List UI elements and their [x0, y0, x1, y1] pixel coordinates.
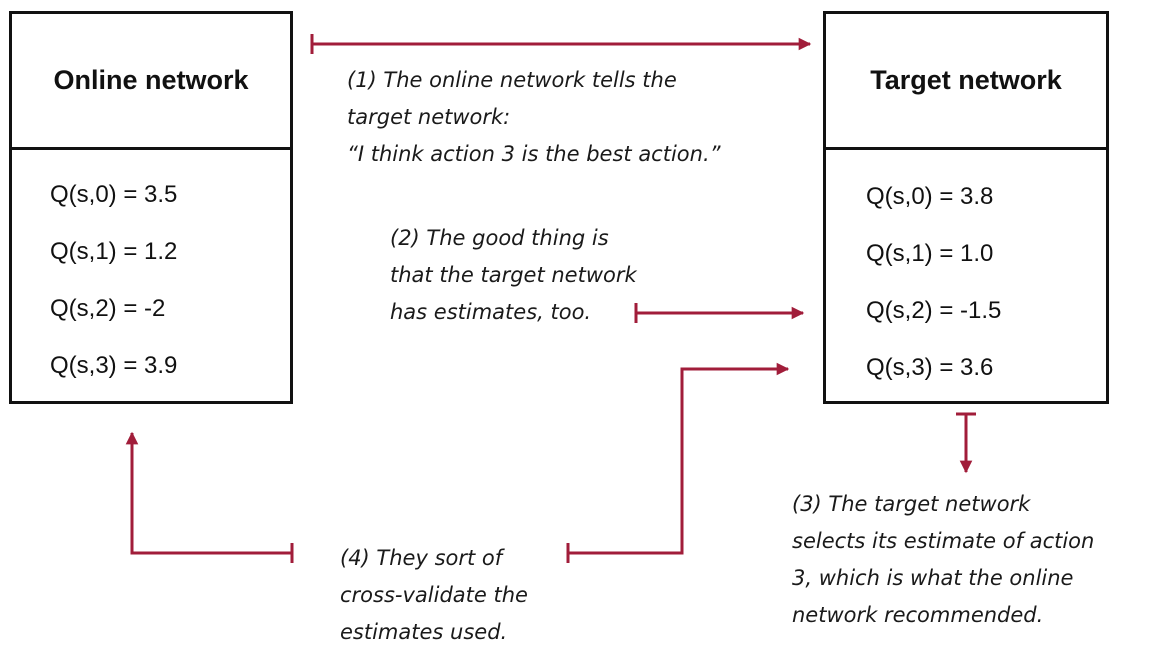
- note-line: that the target network: [390, 263, 637, 287]
- note-line: (2) The good thing is: [390, 226, 609, 250]
- online-q-row: Q(s,0) = 3.5: [50, 181, 178, 208]
- note-line: selects its estimate of action: [792, 529, 1095, 553]
- arrow-target-down: [956, 412, 976, 474]
- target-network-title: Target network: [826, 14, 1106, 150]
- note-2: (2) The good thing is that the target ne…: [390, 220, 637, 331]
- note-1: (1) The online network tells the target …: [347, 62, 721, 173]
- target-q-row: Q(s,2) = -1.5: [866, 297, 1002, 324]
- note-line: target network:: [347, 105, 511, 129]
- note-line: cross-validate the: [340, 583, 528, 607]
- online-q-row: Q(s,1) = 1.2: [50, 238, 178, 265]
- target-q-row: Q(s,3) = 3.6: [866, 354, 994, 381]
- arrow-online-to-target: [310, 34, 812, 54]
- note-line: estimates used.: [340, 620, 508, 644]
- note-line: has estimates, too.: [390, 300, 592, 324]
- target-q-row: Q(s,1) = 1.0: [866, 240, 994, 267]
- note-4: (4) They sort of cross-validate the esti…: [340, 540, 528, 651]
- note-line: network recommended.: [792, 603, 1044, 627]
- target-q-values: Q(s,0) = 3.8 Q(s,1) = 1.0 Q(s,2) = -1.5 …: [826, 150, 1106, 396]
- online-network-title: Online network: [12, 14, 290, 150]
- online-q-values: Q(s,0) = 3.5 Q(s,1) = 1.2 Q(s,2) = -2 Q(…: [12, 150, 290, 394]
- target-q-row: Q(s,0) = 3.8: [866, 183, 994, 210]
- online-network-box: Online network Q(s,0) = 3.5 Q(s,1) = 1.2…: [9, 11, 293, 404]
- online-q-row: Q(s,3) = 3.9: [50, 352, 178, 379]
- arrow-note4-to-target: [566, 362, 790, 563]
- note-3: (3) The target network selects its estim…: [792, 486, 1094, 634]
- note-line: (1) The online network tells the: [347, 68, 677, 92]
- target-network-box: Target network Q(s,0) = 3.8 Q(s,1) = 1.0…: [823, 11, 1109, 404]
- online-q-row: Q(s,2) = -2: [50, 295, 166, 322]
- note-line: (3) The target network: [792, 492, 1031, 516]
- arrow-note2-to-target: [634, 303, 805, 323]
- note-line: (4) They sort of: [340, 546, 503, 570]
- arrow-note4-to-online: [125, 431, 294, 563]
- note-line: “I think action 3 is the best action.”: [347, 142, 721, 166]
- note-line: 3, which is what the online: [792, 566, 1074, 590]
